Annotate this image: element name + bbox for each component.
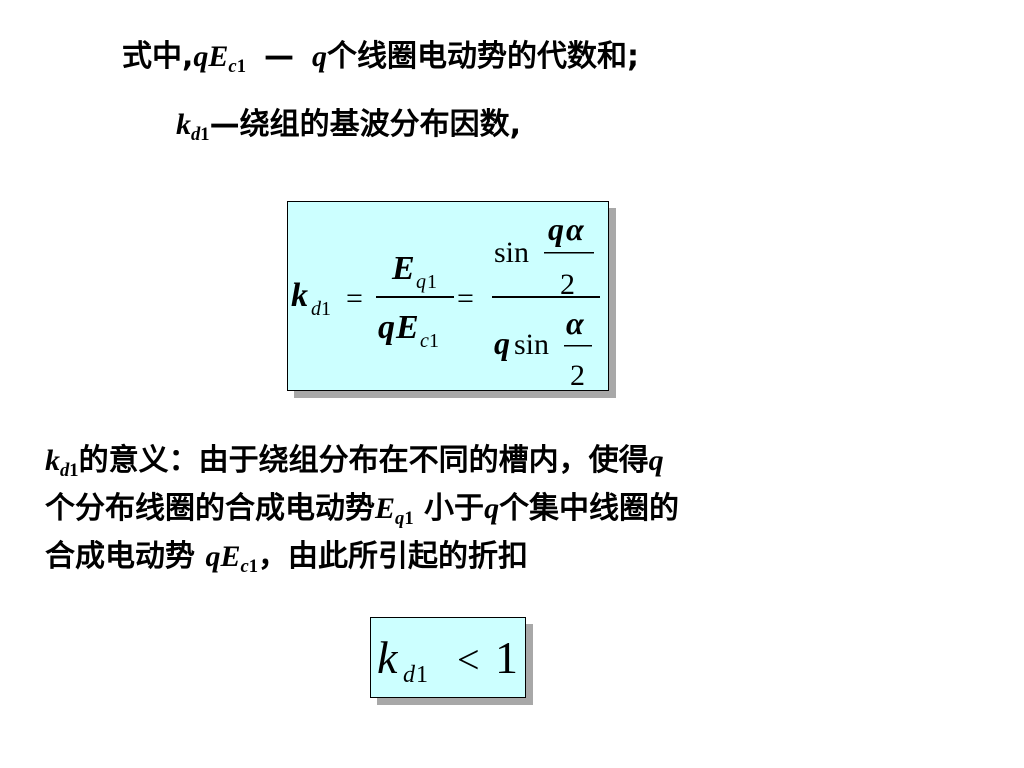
meaning-paragraph-line-3: 合成电动势 qEc1，由此所引起的折扣 <box>45 542 528 577</box>
symbol-Eq1: Eq1 <box>375 492 414 529</box>
numerator-two: 2 <box>560 268 575 301</box>
paragraph-text: ，由此所引起的折扣 <box>258 539 529 574</box>
fraction-bar-2 <box>492 296 600 298</box>
definition-line-kd1: kd1—绕组的基波分布因数, <box>176 110 521 145</box>
formula-sub-d: d <box>311 298 322 320</box>
formula-q: q <box>378 309 395 346</box>
symbol-q: q <box>648 444 664 477</box>
less-than-sign: < <box>457 637 480 682</box>
paragraph-text: 个分布线圈的合成电动势 <box>45 491 375 526</box>
inequality-formula-box: k d 1 < 1 <box>370 617 526 698</box>
fraction-bar-1 <box>376 296 454 298</box>
equals-sign-2: = <box>457 282 474 315</box>
definition-text: —绕组的基波分布因数, <box>209 107 521 142</box>
numerator-sin: sin <box>494 236 529 269</box>
denominator-q: q <box>494 325 510 361</box>
symbol-kd1: kd1 <box>45 444 79 481</box>
formula-sub-c: c <box>420 330 429 352</box>
inequality-sub-1: 1 <box>416 662 428 688</box>
inequality-k: k <box>377 632 399 683</box>
meaning-paragraph-line-2: 个分布线圈的合成电动势Eq1 小于q个集中线圈的 <box>45 494 679 529</box>
equals-sign-1: = <box>346 282 363 315</box>
symbol-q: q <box>311 40 327 73</box>
formula-sub-1b: 1 <box>427 271 437 293</box>
paragraph-text: 的意义：由于绕组分布在不同的槽内，使得 <box>78 443 649 478</box>
formula-sub-1c: 1 <box>429 330 439 352</box>
dash-separator: — <box>263 39 294 74</box>
denominator-sin: sin <box>514 328 549 361</box>
distribution-factor-formula-box: k d 1 = E q 1 q E c 1 = sin q α 2 q sin … <box>287 201 609 391</box>
small-fraction-bar-2 <box>564 345 592 347</box>
small-fraction-bar-1 <box>544 252 594 254</box>
denominator-two: 2 <box>570 359 585 390</box>
numerator-alpha: α <box>566 211 585 247</box>
definition-text: 个线圈电动势的代数和; <box>326 39 639 74</box>
formula-E: E <box>391 250 415 287</box>
paragraph-text: 合成电动势 <box>45 539 206 574</box>
paragraph-text: 个集中线圈的 <box>499 491 680 526</box>
symbol-qEc1: qEc1 <box>205 540 259 577</box>
formula-sub-q: q <box>416 271 426 293</box>
denominator-alpha: α <box>566 305 585 341</box>
meaning-paragraph-line-1: kd1的意义：由于绕组分布在不同的槽内，使得q <box>45 446 664 481</box>
formula-k: k <box>291 277 308 314</box>
symbol-kd1: kd1 <box>176 108 210 145</box>
inequality-rhs: 1 <box>495 632 518 683</box>
formula-E2: E <box>395 309 419 346</box>
inequality-sub-d: d <box>403 662 416 688</box>
paragraph-text: 小于 <box>413 491 485 526</box>
formula-sub-1: 1 <box>321 298 331 320</box>
distribution-factor-formula: k d 1 = E q 1 q E c 1 = sin q α 2 q sin … <box>291 211 600 390</box>
prefix-text: 式中, <box>122 39 194 74</box>
inequality-formula: k d 1 < 1 <box>377 632 518 688</box>
symbol-qEc1: qEc1 <box>193 40 246 77</box>
numerator-q: q <box>548 211 564 247</box>
symbol-q: q <box>484 492 500 525</box>
definition-line-qEc1: 式中,qEc1 — q个线圈电动势的代数和; <box>122 42 639 77</box>
